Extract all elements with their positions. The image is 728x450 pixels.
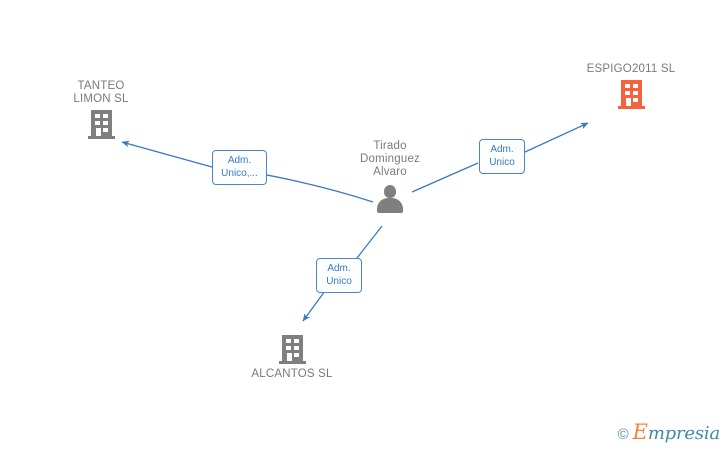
icon-wrap-espigo <box>571 79 691 109</box>
brand-initial: E <box>632 420 648 444</box>
edge-person-to-espigo <box>411 162 479 193</box>
icon-wrap-tanteo <box>41 109 161 139</box>
node-label-espigo2011: ESPIGO2011 SL <box>586 63 676 75</box>
building-icon <box>87 110 115 139</box>
empresia-watermark: © Empresia <box>617 420 721 444</box>
brand-wordmark: Empresia <box>632 420 721 444</box>
copyright-icon: © <box>617 426 629 443</box>
node-label-alcantos: ALCANTOS SL <box>251 368 333 380</box>
edge-person-to-alcantos-head-segment <box>302 290 326 322</box>
brand-rest: mpresia <box>647 423 720 444</box>
node-label-person: Tirado Dominguez Alvaro <box>360 140 420 178</box>
node-label-tanteo-limon: TANTEO LIMON SL <box>73 80 129 105</box>
building-icon <box>278 335 306 364</box>
edge-person-to-espigo-head-segment <box>524 122 589 153</box>
edge-label-person-to-tanteo[interactable]: Adm. Unico,... <box>212 150 267 185</box>
person-icon <box>375 185 405 213</box>
edge-label-person-to-espigo[interactable]: Adm. Unico <box>479 139 525 174</box>
node-company-espigo2011[interactable]: ESPIGO2011 SL <box>571 63 691 109</box>
node-company-alcantos[interactable]: ALCANTOS SL <box>232 334 352 381</box>
edge-person-to-alcantos <box>356 225 383 259</box>
node-company-tanteo-limon[interactable]: TANTEO LIMON SL <box>41 80 161 139</box>
building-icon <box>617 80 645 109</box>
edge-label-person-to-alcantos[interactable]: Adm. Unico <box>316 258 362 293</box>
icon-wrap-alcantos <box>232 334 352 364</box>
node-person-tirado-dominguez-alvaro[interactable]: Tirado Dominguez Alvaro <box>330 140 450 213</box>
icon-wrap-person <box>330 183 450 213</box>
edge-person-to-tanteo-head-segment <box>121 140 213 168</box>
